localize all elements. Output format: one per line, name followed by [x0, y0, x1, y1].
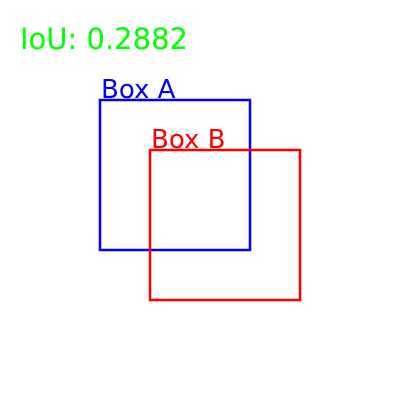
box-b-label: Box B: [151, 125, 226, 155]
box-a-label: Box A: [101, 75, 176, 105]
box-a-rectangle: [98, 98, 252, 252]
box-b-rectangle: [148, 148, 302, 302]
iou-score-label: IoU: 0.2882: [20, 22, 188, 56]
